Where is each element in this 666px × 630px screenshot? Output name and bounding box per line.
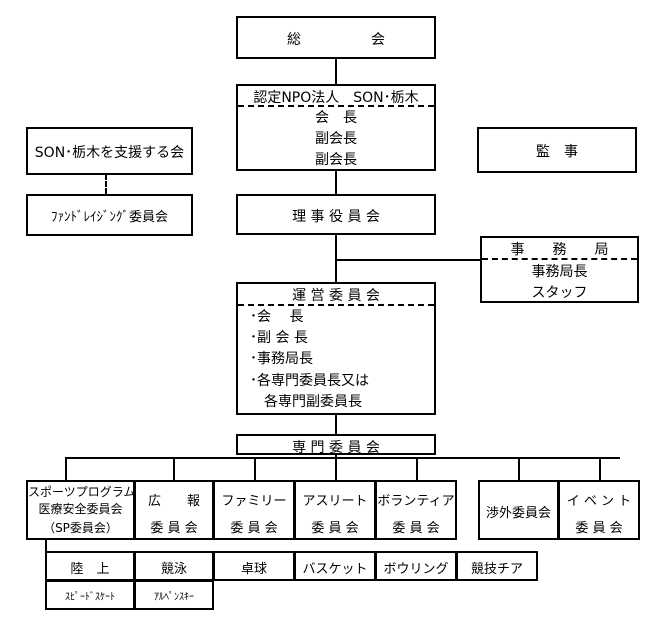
event-committee-line2: 委 員 会 xyxy=(575,521,623,536)
operating-member: 各専門副委員長 xyxy=(250,394,362,410)
secretariat-head: 事務局長 xyxy=(531,264,588,280)
sport-label: ｽﾋﾟｰﾄﾞｽｹｰﾄ xyxy=(65,592,115,603)
connector-operating-to-special xyxy=(335,414,337,434)
sport-label: 競技チア xyxy=(470,562,523,577)
auditor-label: 監 事 xyxy=(536,144,578,160)
connector-npo-to-board xyxy=(335,170,337,194)
athlete-committee-line2: 委 員 会 xyxy=(311,521,359,536)
operating-member: ･副 会 長 xyxy=(250,330,308,346)
event-committee-line1: イ ベ ン ト xyxy=(566,494,632,509)
connector-sp-to-sports xyxy=(45,539,47,553)
general-meeting-box: 総 会 xyxy=(236,16,436,59)
sp-committee-line2: 医療安全委員会 xyxy=(38,502,123,516)
sport-label: ボウリング xyxy=(383,562,449,577)
fundraising-committee-label: ﾌｧﾝﾄﾞﾚｲｼﾞﾝｸﾞ委員会 xyxy=(50,210,168,225)
npo-divider xyxy=(238,105,434,107)
support-association-box: SON･栃木を支援する会 xyxy=(26,127,193,175)
family-committee-line1: ファミリー xyxy=(221,494,287,509)
sport-label: ｱﾙﾍﾟﾝｽｷｰ xyxy=(154,592,194,603)
sport-label: 卓球 xyxy=(240,562,267,577)
event-committee-box: イ ベ ン ト 委 員 会 xyxy=(558,480,640,540)
operating-member: ･事務局長 xyxy=(250,351,313,367)
sport-label: バスケット xyxy=(302,562,368,577)
external-committee-box: 渉外委員会 xyxy=(478,480,559,540)
fundraising-committee-box: ﾌｧﾝﾄﾞﾚｲｼﾞﾝｸﾞ委員会 xyxy=(26,194,193,236)
operating-member: ･各専門委員長又は xyxy=(250,373,369,389)
auditor-box: 監 事 xyxy=(477,127,637,173)
sport-box: ボウリング xyxy=(375,551,457,581)
npo-vice-2: 副会長 xyxy=(315,152,357,168)
secretariat-staff: スタッフ xyxy=(531,285,588,301)
npo-name: 認定NPO法人 SON･栃木 xyxy=(253,90,419,106)
operating-divider xyxy=(238,304,434,306)
drop-event xyxy=(599,457,601,480)
npo-president: 会 長 xyxy=(315,110,357,126)
volunteer-committee-box: ボランティア 委 員 会 xyxy=(375,480,457,540)
sport-box: ｽﾋﾟｰﾄﾞｽｹｰﾄ xyxy=(45,580,135,610)
drop-pr xyxy=(173,457,175,480)
sport-box: 卓球 xyxy=(213,551,295,581)
sport-box: ｱﾙﾍﾟﾝｽｷｰ xyxy=(134,580,214,610)
sport-box: 陸 上 xyxy=(45,551,135,581)
drop-external xyxy=(518,457,520,480)
drop-volunteer xyxy=(416,457,418,480)
connector-support-to-fundraising xyxy=(105,174,107,194)
secretariat-divider xyxy=(482,258,637,260)
sport-label: 競泳 xyxy=(160,562,187,577)
volunteer-committee-line1: ボランティア xyxy=(377,494,455,509)
operating-member: ･会 長 xyxy=(250,309,304,325)
pr-committee-line1: 広 報 xyxy=(147,494,200,509)
athlete-committee-box: アスリート 委 員 会 xyxy=(294,480,376,540)
sport-box: バスケット xyxy=(294,551,376,581)
npo-vice-1: 副会長 xyxy=(315,131,357,147)
sport-box: 競技チア xyxy=(456,551,538,581)
committee-bus-line xyxy=(65,457,620,459)
operating-committee-title: 運 営 委 員 会 xyxy=(292,288,380,304)
connector-board-to-operating xyxy=(335,234,337,282)
family-committee-box: ファミリー 委 員 会 xyxy=(213,480,295,540)
connector-general-to-npo xyxy=(335,58,337,84)
connector-special-to-bus xyxy=(335,454,337,459)
drop-family xyxy=(254,457,256,480)
operating-committee-box: 運 営 委 員 会 ･会 長 ･副 会 長 ･事務局長 ･各専門委員長又は 各専… xyxy=(236,282,436,415)
board-label: 理 事 役 員 会 xyxy=(292,209,380,225)
connector-board-to-secretariat xyxy=(335,259,480,261)
npo-box: 認定NPO法人 SON･栃木 会 長 副会長 副会長 xyxy=(236,84,436,171)
support-association-label: SON･栃木を支援する会 xyxy=(34,145,185,161)
sport-box: 競泳 xyxy=(134,551,214,581)
sp-committee-line3: （SP委員会） xyxy=(43,521,118,535)
secretariat-title: 事 務 局 xyxy=(510,242,609,258)
sport-label: 陸 上 xyxy=(70,562,110,577)
sp-committee-line1: スポーツプログラム xyxy=(28,485,136,499)
sp-committee-box: スポーツプログラム 医療安全委員会 （SP委員会） xyxy=(26,480,135,540)
athlete-committee-line1: アスリート xyxy=(302,494,368,509)
pr-committee-line2: 委 員 会 xyxy=(150,521,198,536)
special-committees-label: 専 門 委 員 会 xyxy=(292,440,380,456)
secretariat-box: 事 務 局 事務局長 スタッフ xyxy=(480,236,639,303)
pr-committee-box: 広 報 委 員 会 xyxy=(134,480,214,540)
board-box: 理 事 役 員 会 xyxy=(236,194,436,235)
drop-sp xyxy=(65,457,67,480)
external-committee-label: 渉外委員会 xyxy=(485,506,551,521)
general-meeting-label: 総 会 xyxy=(287,32,385,48)
family-committee-line2: 委 員 会 xyxy=(230,521,278,536)
drop-athlete xyxy=(335,457,337,480)
volunteer-committee-line2: 委 員 会 xyxy=(392,521,440,536)
special-committees-box: 専 門 委 員 会 xyxy=(236,434,436,456)
